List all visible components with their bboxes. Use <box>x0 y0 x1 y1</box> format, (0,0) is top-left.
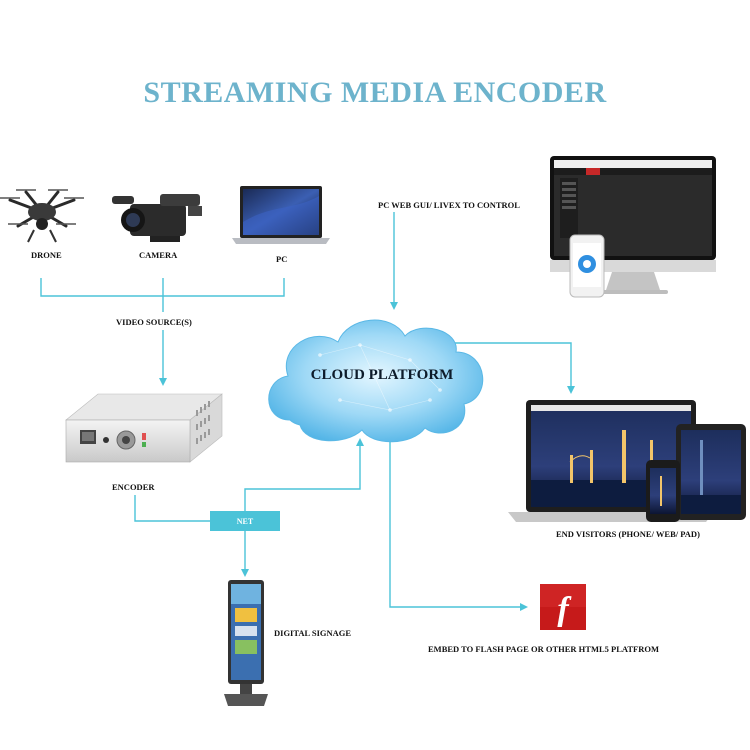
digital-signage-icon <box>224 580 268 706</box>
visitors-tablet-icon <box>676 424 746 520</box>
control-label: PC WEB GUI/ LIVEX TO CONTROL <box>378 200 520 210</box>
laptop-pc-icon <box>232 186 330 244</box>
encoder-to-net-line <box>134 495 210 522</box>
camera-icon <box>112 194 202 242</box>
net-to-cloud-arrow <box>244 438 364 511</box>
drone-label: DRONE <box>31 250 62 260</box>
visitors-phone-icon <box>646 460 680 522</box>
control-phone-icon <box>569 234 605 298</box>
cloud-platform-label: CLOUD PLATFORM <box>310 367 454 383</box>
cloud-to-embed-arrow <box>389 432 528 611</box>
end-visitors-label: END VISITORS (PHONE/ WEB/ PAD) <box>556 529 700 539</box>
encoder-device-icon <box>65 393 223 463</box>
pc-label: PC <box>276 254 288 264</box>
net-box: NET <box>210 511 280 531</box>
digital-signage-label: DIGITAL SIGNAGE <box>274 628 352 638</box>
video-source-label: VIDEO SOURCE(S) <box>116 317 192 327</box>
flash-glyph: f <box>557 591 572 628</box>
connector-lines <box>40 212 575 611</box>
encoder-label: ENCODER <box>112 482 155 492</box>
embed-label: EMBED TO FLASH PAGE OR OTHER HTML5 PLATF… <box>428 644 660 654</box>
drone-icon <box>0 189 84 243</box>
cloud-to-visitors-arrow <box>455 342 575 394</box>
flash-player-icon: f <box>540 584 586 630</box>
camera-label: CAMERA <box>139 250 178 260</box>
cloud-icon <box>268 319 484 443</box>
diagram-title: STREAMING MEDIA ENCODER <box>143 76 607 109</box>
